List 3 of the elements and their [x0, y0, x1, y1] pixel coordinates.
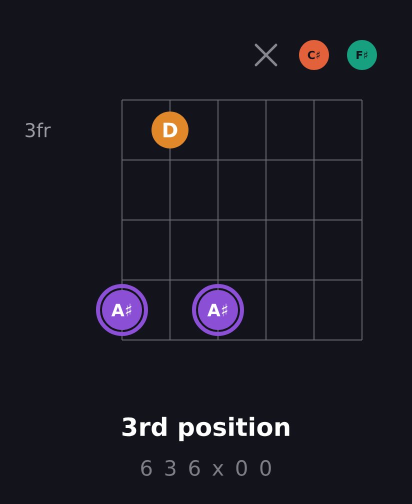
- title: 3rd position: [122, 416, 290, 442]
- fingering: 6 3 6 x 0 0: [141, 460, 271, 476]
- fret-number: 3fr: [26, 122, 51, 138]
